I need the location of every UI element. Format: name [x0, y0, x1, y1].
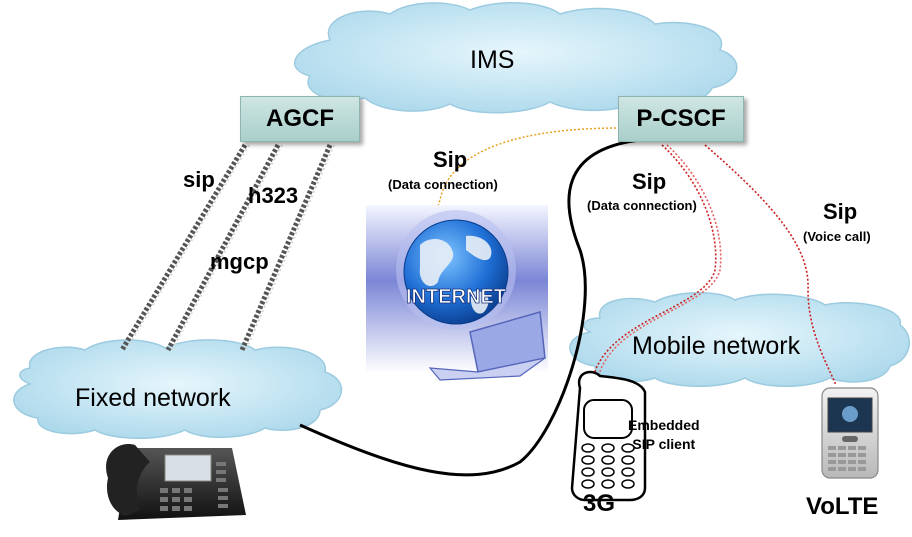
volte-label: VoLTE — [806, 493, 879, 520]
ims-label: IMS — [470, 46, 515, 74]
fixed-signaling-links — [119, 143, 335, 352]
sip-3g-label: Sip — [632, 169, 667, 194]
ims-cloud — [293, 2, 738, 114]
agcf-label: AGCF — [266, 105, 334, 132]
sip-3g-note: (Data connection) — [587, 198, 697, 213]
mobile-network-label: Mobile network — [632, 332, 801, 360]
pcscf-node: P-CSCF — [618, 96, 744, 142]
mobile-network-cloud — [569, 292, 910, 387]
3g-label: 3G — [583, 490, 616, 517]
embedded-sip-client-label: Embedded SIP client — [628, 416, 700, 454]
h323-label: h323 — [248, 183, 299, 208]
desk-phone-image — [106, 444, 246, 520]
3g-handset-image — [570, 370, 647, 502]
internet-sip-link — [435, 127, 621, 213]
volte-smartphone-image — [821, 387, 879, 479]
agcf-node: AGCF — [240, 96, 360, 142]
sip-internet-note: (Data connection) — [388, 177, 498, 192]
embedded-line-2: SIP client — [632, 436, 696, 452]
sip-volte-label: Sip — [823, 199, 858, 224]
sip-fixed-label: sip — [183, 167, 215, 192]
pcscf-label: P-CSCF — [636, 105, 726, 132]
fixed-network-label: Fixed network — [75, 384, 231, 412]
access-line — [299, 138, 641, 477]
embedded-line-1: Embedded — [628, 417, 700, 433]
mobile-sip-links — [591, 144, 837, 386]
internet-image — [366, 205, 548, 381]
sip-volte-note: (Voice call) — [803, 229, 871, 244]
mgcp-label: mgcp — [210, 249, 269, 274]
fixed-network-cloud — [13, 339, 343, 439]
internet-label: INTERNET — [406, 286, 506, 308]
sip-internet-label: Sip — [433, 147, 468, 172]
